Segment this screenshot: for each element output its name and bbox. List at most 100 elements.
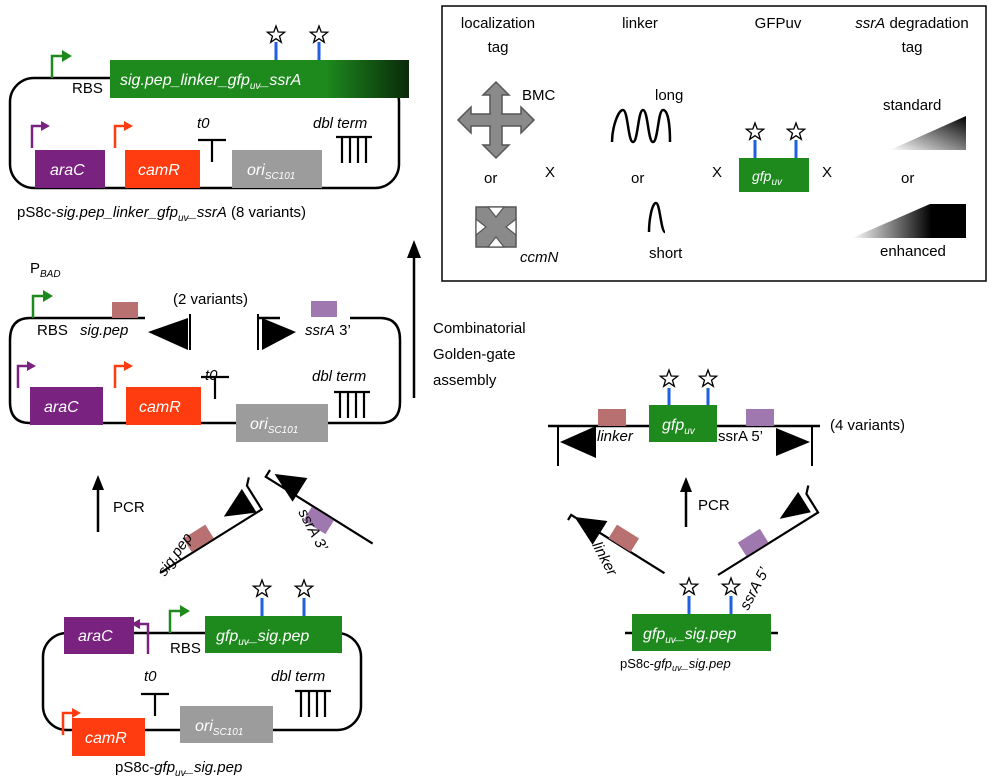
ccmn-icon [475, 206, 517, 248]
bottom-arac-gene [64, 617, 134, 654]
legend-enhanced-label: enhanced [880, 243, 946, 260]
fragment-gfp-label: gfpuv [662, 417, 696, 437]
pcr-arrow-right [680, 477, 692, 492]
legend-bmc-label: BMC [522, 87, 556, 104]
top-ori-block [232, 150, 322, 188]
bottom-arac-label: araC [78, 628, 113, 645]
mid-dblterm-label: dbl term [312, 368, 366, 385]
assembly-line-2: Golden-gate [433, 346, 516, 363]
legend-times-1: X [545, 164, 555, 181]
sigpep-overhang [112, 302, 138, 318]
legend-gfp-block [739, 158, 809, 192]
green-promoter-icon [168, 603, 192, 635]
assembly-line-3: assembly [433, 372, 497, 389]
t0-terminator-icon [139, 692, 171, 718]
right-template-gene [632, 614, 771, 651]
assembly-line-1: Combinatorial [433, 320, 526, 337]
star-icon [252, 579, 272, 597]
purple-promoter-icon [140, 622, 150, 654]
purple-promoter-icon [16, 359, 38, 390]
right-template-label: gfpuv_sig.pep [643, 626, 736, 646]
mid-camr-label: camR [139, 399, 181, 416]
legend-standard-label: standard [883, 97, 941, 114]
top-fusion-gene-label: sig.pep_linker_gfpuv_ssrA [120, 72, 301, 92]
legend-or-1: or [484, 170, 497, 187]
legend-col-linker: linker [622, 15, 658, 32]
top-camr-label: camR [138, 162, 180, 179]
dbl-terminator-icon [332, 390, 372, 420]
bottom-ori-block [180, 706, 273, 743]
pcr-right: PCR linker ssrA 5’ gfpuv_sig.pep pS8c-gf… [567, 477, 820, 673]
mid-rbs-label: RBS [37, 322, 68, 339]
pcr-right-ssra-label: ssrA 5’ [737, 564, 774, 613]
legend-col-localization: localization [461, 15, 535, 32]
mid-ori-block [236, 404, 328, 442]
star-icon [679, 577, 699, 595]
bsai-site-left-icon [148, 318, 188, 350]
purple-promoter-icon [30, 119, 52, 150]
star-icon [721, 577, 741, 595]
mid-sigpep-label: sig.pep [80, 322, 128, 339]
ssra-overhang [311, 301, 337, 317]
linker-overhang [598, 409, 626, 426]
standard-tag-icon [890, 116, 966, 150]
legend-times-3: X [822, 164, 832, 181]
mid-arac-label: araC [44, 399, 79, 416]
bsai-site-right-icon [262, 318, 296, 350]
top-arac-gene [35, 150, 105, 188]
middle-plasmid-backbone [8, 316, 402, 425]
legend-col-gfpuv: GFPuv [755, 15, 802, 32]
assembly-arrow [407, 240, 421, 398]
bottom-gfp-label: gfpuv_sig.pep [216, 628, 309, 648]
legend-times-2: X [712, 164, 722, 181]
legend-long-label: long [655, 87, 683, 104]
fragment-variants-label: (4 variants) [830, 417, 905, 434]
top-ori-label: oriSC101 [247, 162, 295, 182]
legend-col-localization-2: tag [488, 39, 509, 56]
red-promoter-icon [113, 119, 135, 150]
right-fragment: linker gfpuv ssrA 5’ (4 variants) [548, 369, 905, 466]
pcr-left: PCR sig.pep ssrA 3’ [92, 469, 374, 579]
star-icon [659, 369, 679, 387]
pcr-left-label: PCR [113, 499, 145, 516]
linker-primer [567, 513, 666, 575]
ssra-overhang [746, 409, 774, 426]
right-template-caption: pS8c-gfpuv_sig.pep [620, 656, 731, 673]
legend-or-3: or [901, 170, 914, 187]
legend-box: localization tag linker GFPuv ssrA degra… [441, 5, 987, 282]
green-promoter-icon [50, 48, 74, 80]
top-camr-gene [125, 150, 200, 188]
top-t0-label: t0 [197, 115, 210, 132]
bottom-rbs-label: RBS [170, 640, 201, 657]
legend-gfp-label: gfpuv [752, 168, 783, 188]
top-rbs-label: RBS [72, 80, 103, 97]
pcr-arrow-left [92, 475, 104, 490]
ssra-primer [264, 469, 374, 545]
fragment-gfp-block [649, 405, 717, 442]
bottom-gfp-gene [205, 616, 342, 653]
fragment-ssra-label: ssrA 5’ [718, 428, 763, 445]
mid-t0-label: t0 [205, 367, 218, 384]
mid-arac-gene [30, 387, 103, 425]
legend-col-ssra: ssrA degradation [855, 15, 968, 32]
mid-variants-label: (2 variants) [173, 291, 248, 308]
star-icon [698, 369, 718, 387]
mid-ori-label: oriSC101 [250, 416, 298, 436]
star-icon [294, 579, 314, 597]
red-promoter-icon [113, 359, 135, 390]
fragment-linker-label: linker [597, 428, 634, 445]
green-promoter-icon [31, 288, 55, 320]
middle-plasmid: sig.pep ssrA 3’ (2 variants) PBAD RBS ar… [8, 260, 402, 442]
bottom-ori-label: oriSC101 [195, 718, 243, 738]
enhanced-tag-icon [852, 204, 966, 238]
mid-camr-gene [126, 387, 201, 425]
t0-terminator-icon [196, 138, 228, 164]
short-linker-icon [647, 201, 667, 234]
bottom-plasmid-caption: pS8c-gfpuv_sig.pep [115, 759, 242, 778]
dbl-terminator-icon [334, 135, 374, 165]
legend-or-2: or [631, 170, 644, 187]
bottom-t0-label: t0 [144, 668, 157, 685]
pcr-right-label: PCR [698, 497, 730, 514]
mid-ssra-label: ssrA 3’ [305, 322, 351, 339]
